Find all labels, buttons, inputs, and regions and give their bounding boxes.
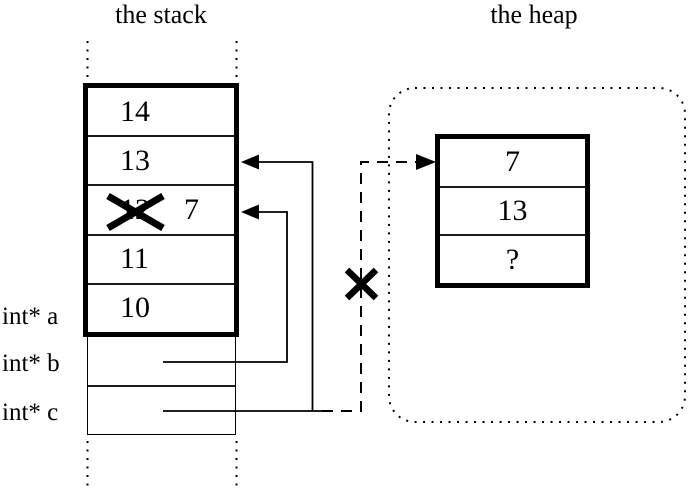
stack-cell-updated: 12 7: [88, 184, 234, 233]
heap-title: the heap: [490, 0, 578, 29]
heap-cell-value: 7: [505, 145, 520, 179]
pointer-slot-b: [88, 337, 235, 385]
label-int-ptr-a: int* a: [2, 303, 59, 330]
stack-box: 14 13 12 7 11 10: [83, 83, 239, 337]
stack-cell-value: 11: [120, 242, 149, 276]
stack-cell-14: 14: [88, 88, 234, 135]
x-mark-dangling-pointer: [344, 267, 379, 301]
stack-cell-13: 13: [88, 135, 234, 184]
stack-cell-new-value: 7: [184, 193, 199, 226]
stack-cell-value: 13: [120, 143, 150, 177]
stack-pointer-slots: [87, 337, 236, 435]
dangling-pointer-dashed-arrow: [322, 154, 436, 412]
stack-cell-10: 10: [88, 282, 234, 332]
heap-cell-value: 13: [497, 194, 528, 227]
stack-cell-old-value: 12: [120, 193, 150, 226]
heap-cell-unknown: ?: [440, 234, 585, 283]
stack-cell-value: 10: [120, 291, 150, 325]
heap-cell-13: 13: [440, 185, 585, 235]
stack-title: the stack: [115, 0, 207, 29]
heap-cell-7: 7: [440, 139, 585, 186]
label-int-ptr-b: int* b: [2, 350, 60, 377]
label-int-ptr-c: int* c: [2, 399, 59, 426]
pointer-slot-c: [88, 384, 235, 435]
stack-cell-11: 11: [88, 233, 234, 283]
heap-box: 7 13 ?: [435, 134, 590, 288]
stack-cell-value: 14: [120, 94, 150, 128]
heap-cell-value: ?: [505, 242, 520, 276]
